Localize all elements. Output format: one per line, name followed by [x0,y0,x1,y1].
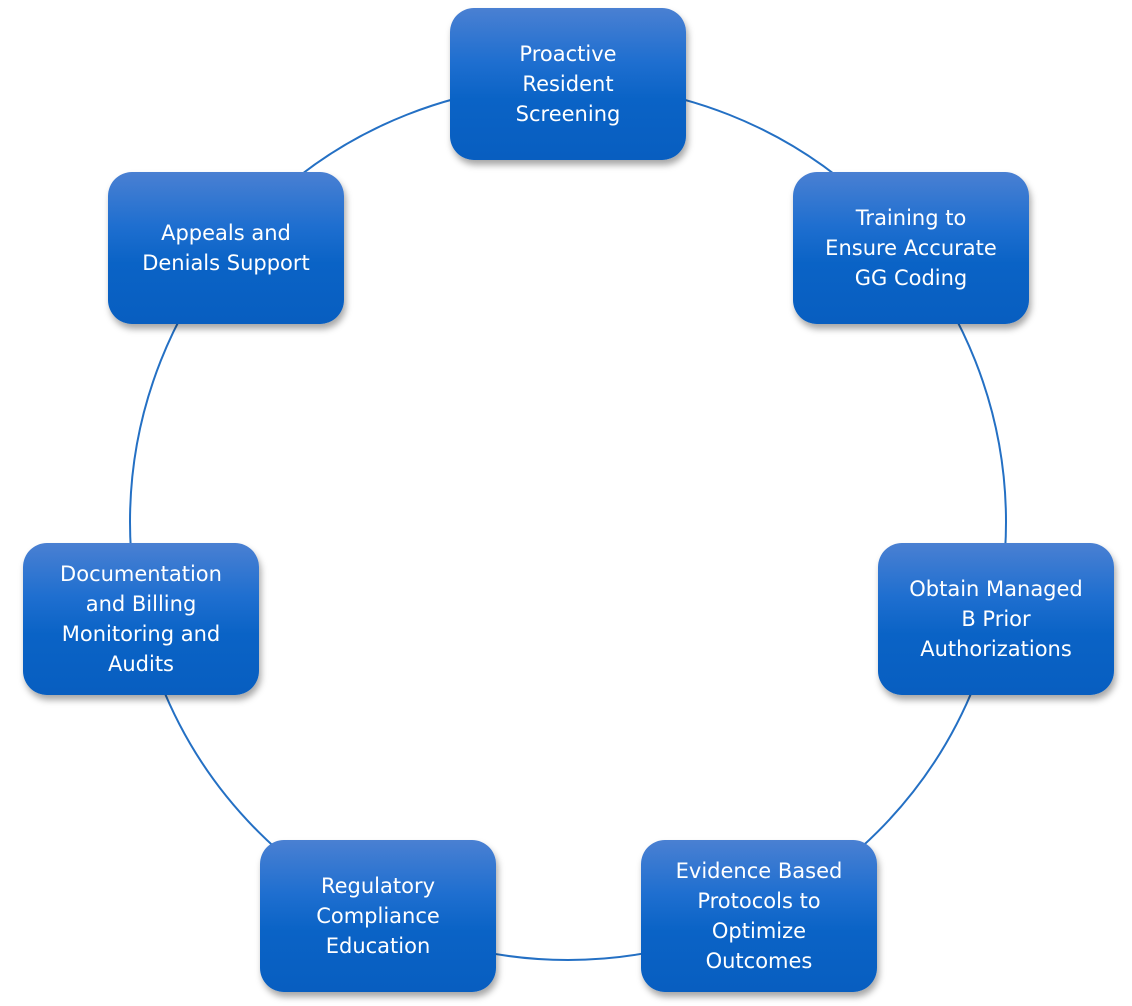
node-label: Training to Ensure Accurate GG Coding [825,206,997,290]
cycle-node-documentation-billing-audits: Documentation and Billing Monitoring and… [23,543,259,695]
node-label: Appeals and Denials Support [142,221,310,275]
cycle-node-appeals-denials-support: Appeals and Denials Support [108,172,344,324]
cycle-node-training-gg-coding: Training to Ensure Accurate GG Coding [793,172,1029,324]
cycle-node-proactive-resident-screening: Proactive Resident Screening [450,8,686,160]
node-label: Proactive Resident Screening [515,42,621,126]
cycle-node-regulatory-compliance-education: Regulatory Compliance Education [260,840,496,992]
node-label: Documentation and Billing Monitoring and… [60,562,222,676]
cycle-node-evidence-based-protocols: Evidence Based Protocols to Optimize Out… [641,840,877,992]
node-label: Evidence Based Protocols to Optimize Out… [675,859,843,973]
node-label: Regulatory Compliance Education [316,874,440,958]
cycle-node-managed-b-prior-authorizations: Obtain Managed B Prior Authorizations [878,543,1114,695]
node-label: Obtain Managed B Prior Authorizations [909,577,1083,661]
